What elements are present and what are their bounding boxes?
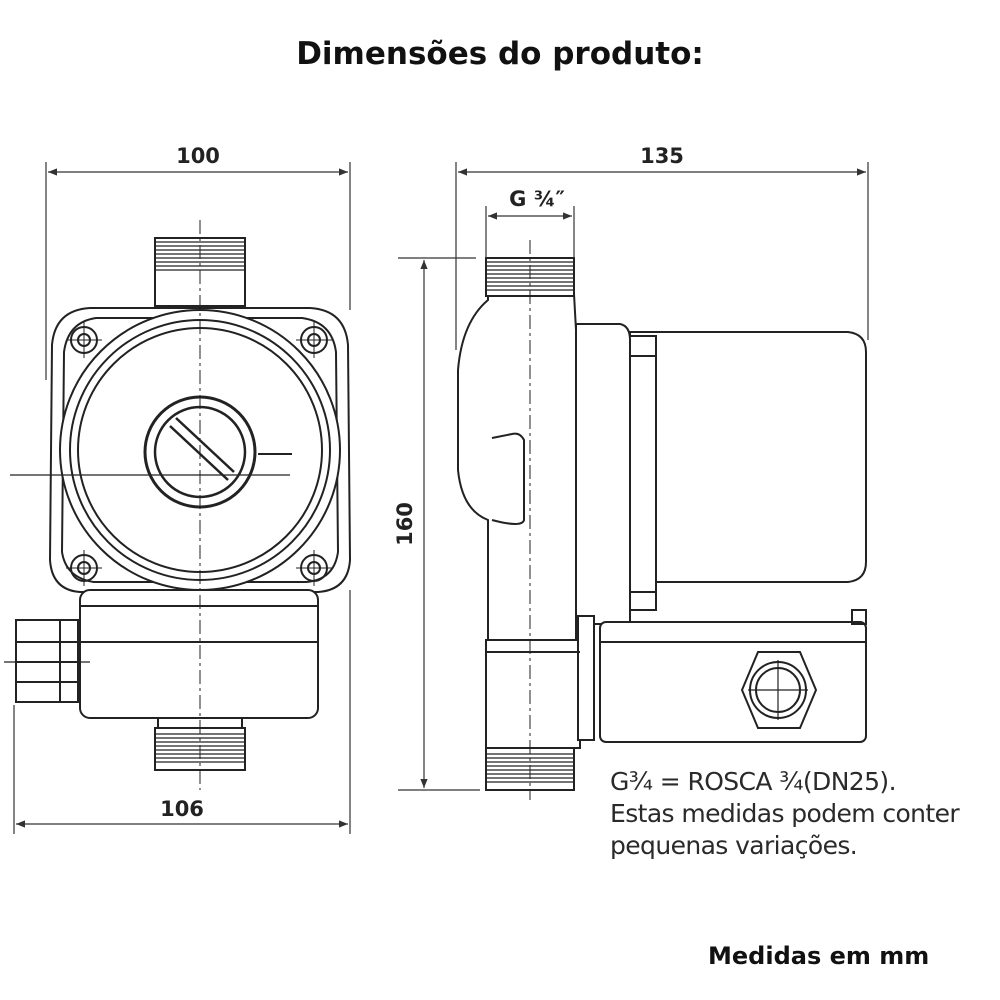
side-length-label: 135	[640, 144, 684, 168]
thread-note: G¾ = ROSCA ¾(DN25). Estas medidas podem …	[610, 766, 1000, 862]
side-view	[457, 240, 867, 800]
front-base-width-label: 106	[160, 797, 204, 821]
page-title: Dimensões do produto:	[296, 36, 704, 72]
thread-dimension	[485, 206, 575, 258]
front-width-dimension	[45, 162, 351, 380]
note-line-1: G¾ = ROSCA ¾(DN25).	[610, 767, 897, 796]
thread-label: G ¾″	[509, 187, 565, 211]
note-line-2: Estas medidas podem conter	[610, 799, 960, 828]
front-base-width-dimension	[13, 590, 351, 834]
side-length-dimension	[455, 162, 869, 350]
front-width-label: 100	[176, 144, 220, 168]
note-line-3: pequenas variações.	[610, 831, 858, 860]
height-label: 160	[393, 502, 417, 546]
front-view	[4, 220, 352, 790]
units-caption: Medidas em mm	[708, 942, 930, 970]
height-dimension	[398, 257, 480, 791]
